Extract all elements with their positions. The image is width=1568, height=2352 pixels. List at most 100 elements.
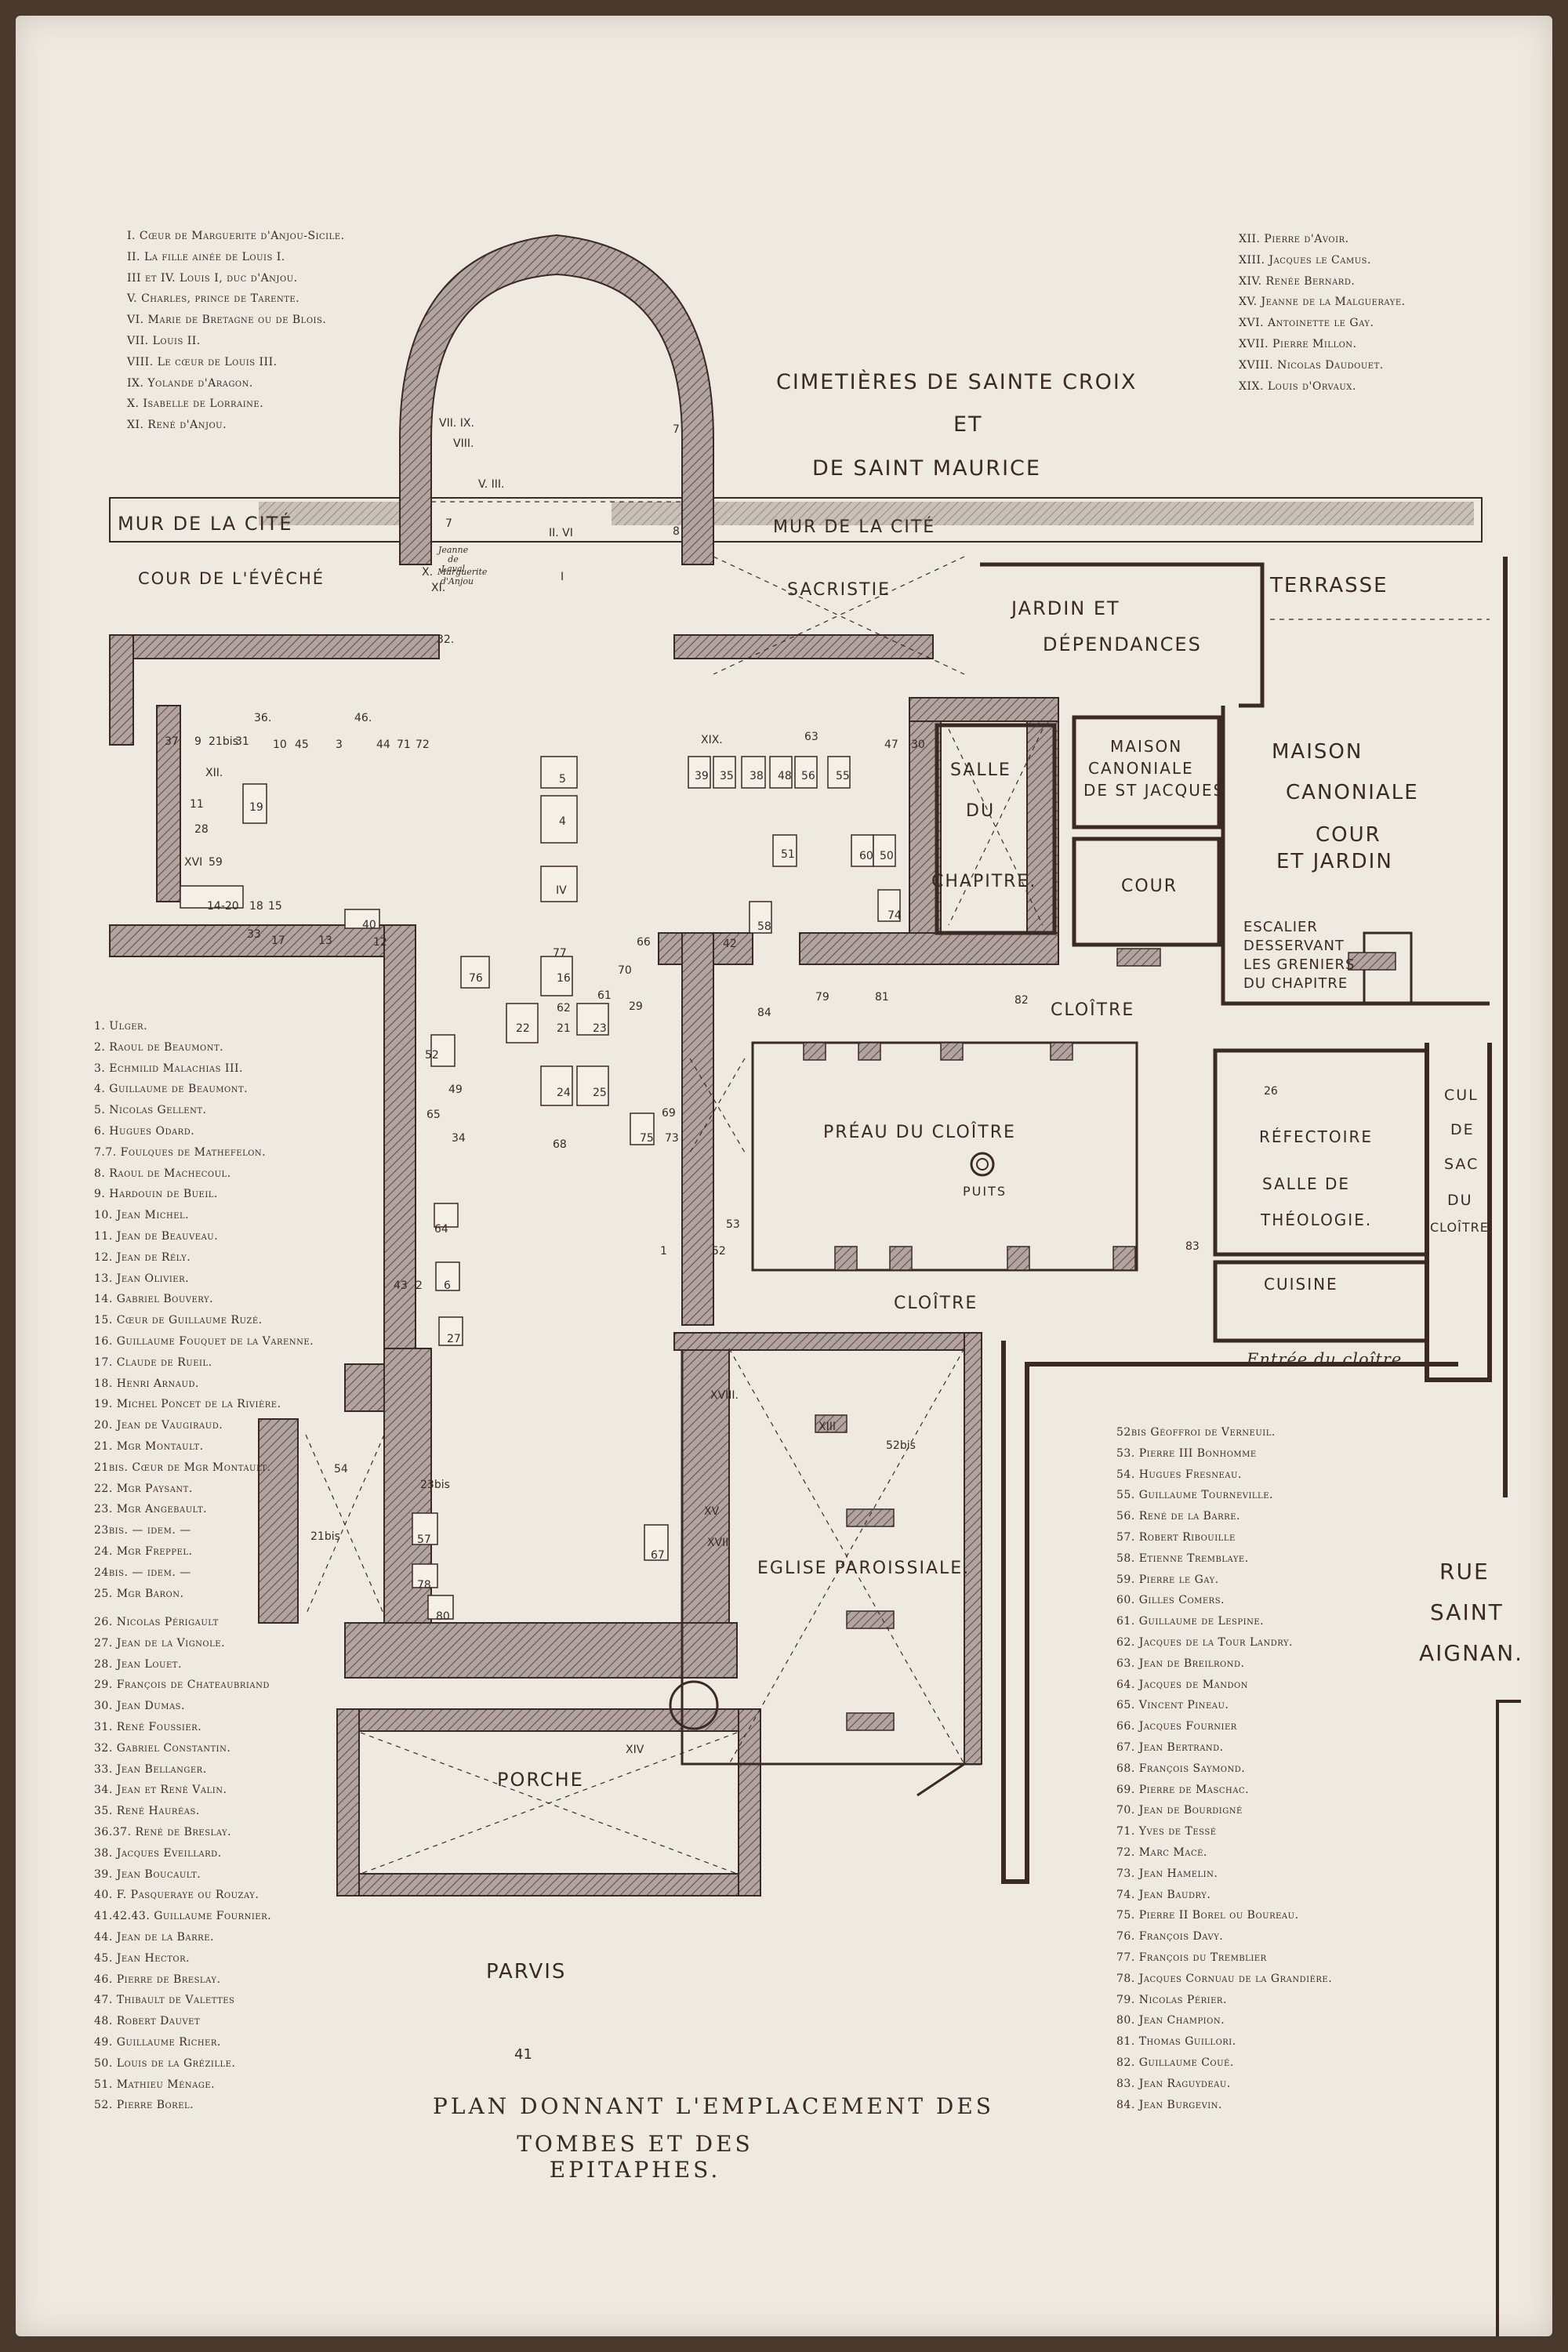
tomb-marker: 13 <box>318 935 332 947</box>
legend-entry: 27. Jean de la Vignole. <box>94 1636 226 1650</box>
salle-chapitre-3: CHAPITRE. <box>931 872 1037 891</box>
legend-entry: VI. Marie de Bretagne ou de Blois. <box>127 314 327 327</box>
tomb-marker: 29 <box>629 1000 643 1013</box>
legend-entry: 57. Robert Ribouille <box>1116 1530 1236 1544</box>
legend-entry: 38. Jacques Eveillard. <box>94 1846 222 1860</box>
tomb-marker: 23bis <box>420 1479 450 1491</box>
tomb-marker: 40 <box>362 919 376 931</box>
legend-entry: 5. Nicolas Gellent. <box>94 1104 207 1117</box>
salle-theologie-1: SALLE DE <box>1262 1174 1351 1193</box>
legend-entry: 26. Nicolas Périgault <box>94 1616 219 1628</box>
cul-de-sac-3: SAC <box>1444 1156 1479 1173</box>
tomb-marker: 52bis <box>886 1439 916 1452</box>
legend-entry: 17. Claude de Rueil. <box>94 1356 212 1369</box>
legend-royal-tombs: I. Cœur de Marguerite d'Anjou-Sicile.II.… <box>127 226 345 436</box>
parvis-label: PARVIS <box>486 1960 567 1984</box>
legend-entry: 4. Guillaume de Beaumont. <box>94 1083 249 1096</box>
tomb-marker: XVIII. <box>710 1389 739 1402</box>
mur-de-la-cite-right: MUR DE LA CITÉ <box>773 517 936 537</box>
tomb-marker: 69 <box>662 1107 676 1120</box>
tomb-marker: 3 <box>336 739 343 751</box>
tomb-marker: 43 <box>394 1279 408 1292</box>
legend-entry: XVII. Pierre Millon. <box>1239 337 1357 350</box>
escalier-1: ESCALIER <box>1243 919 1318 935</box>
tomb-marker: IV <box>556 884 567 897</box>
legend-entry: 22. Mgr Paysant. <box>94 1482 193 1495</box>
cemeteries-label-saint-maurice: DE SAINT MAURICE <box>812 456 1041 481</box>
legend-entry: 32. Gabriel Constantin. <box>94 1741 231 1755</box>
legend-entry: 70. Jean de Bourdigné <box>1116 1804 1243 1817</box>
tomb-marker: 26 <box>1264 1085 1278 1098</box>
legend-entry: XI. René d'Anjou. <box>127 419 227 432</box>
tomb-marker: 37 <box>165 735 179 748</box>
cloister-walls <box>751 1041 1138 1272</box>
tomb-marker: 39 <box>695 770 709 782</box>
tomb-marker: 60 <box>859 850 873 862</box>
tomb-marker: 59 <box>209 856 223 869</box>
maison-st-jacques-1: MAISON <box>1110 737 1183 756</box>
tomb-marker: 75 <box>640 1132 654 1145</box>
legend-entry: XV. Jeanne de la Malgueraye. <box>1239 296 1406 309</box>
legend-entry: 52bis Géoffroi de Verneuil. <box>1116 1426 1276 1439</box>
legend-entry: 2. Raoul de Beaumont. <box>94 1040 224 1054</box>
tomb-marker: 83 <box>1185 1240 1200 1253</box>
legend-entry: 84. Jean Burgevin. <box>1116 2098 1222 2111</box>
tomb-marker: 5 <box>559 773 566 786</box>
legend-entry: III et IV. Louis I, duc d'Anjou. <box>127 271 298 285</box>
legend-entry: 40. F. Pasqueraye ou Rouzay. <box>94 1889 260 1902</box>
legend-entry: 36.37. René de Breslay. <box>94 1825 232 1838</box>
cul-de-sac-4: DU <box>1447 1192 1473 1209</box>
tomb-marker: XVII <box>707 1537 729 1549</box>
legend-entry: 51. Mathieu Ménage. <box>94 2078 216 2091</box>
legend-entry: 69. Pierre de Maschac. <box>1116 1783 1250 1796</box>
tomb-marker: II. VI <box>549 527 573 539</box>
tomb-marker: XIX. <box>701 734 723 746</box>
saint-label: SAINT <box>1430 1599 1504 1625</box>
legend-entry: 77. François du Tremblier <box>1116 1951 1267 1964</box>
legend-entry: 50. Louis de la Grézille. <box>94 2056 236 2070</box>
tomb-marker: 22 <box>516 1022 530 1035</box>
legend-entry: 62. Jacques de la Tour Landry. <box>1116 1635 1294 1649</box>
tomb-marker: 79 <box>815 991 829 1004</box>
tomb-marker: V. III. <box>478 478 505 491</box>
tomb-marker: 10 <box>273 739 287 751</box>
tomb-marker: 70 <box>618 964 632 977</box>
maison-canoniale-1: MAISON <box>1272 740 1363 764</box>
terrasse-label: TERRASSE <box>1270 574 1388 597</box>
rue-wall <box>1001 1341 1458 1884</box>
legend-entry: IX. Yolande d'Aragon. <box>127 376 253 390</box>
tomb-marker: 23 <box>593 1022 607 1035</box>
tomb-marker: 62 <box>557 1002 571 1014</box>
tomb-marker: 24 <box>557 1087 571 1099</box>
legend-entry: 3. Echmilid Malachias III. <box>94 1062 243 1075</box>
tomb-marker: 36. <box>254 712 272 724</box>
cul-de-sac-wall <box>1425 1043 1492 1382</box>
tomb-marker: 32. <box>437 633 455 646</box>
salle-theologie-2: THÉOLOGIE. <box>1261 1210 1373 1229</box>
legend-entry: 75. Pierre II Borel ou Boureau. <box>1116 1909 1299 1922</box>
tomb-marker: 63 <box>804 731 818 743</box>
tomb-marker: 68 <box>553 1138 567 1151</box>
tomb-marker: XV <box>704 1505 720 1518</box>
tomb-marker: 84 <box>757 1007 771 1019</box>
legend-entry: 31. René Foussier. <box>94 1720 202 1733</box>
tomb-marker: 82 <box>1014 994 1029 1007</box>
cemeteries-label-et: ET <box>953 412 983 437</box>
scanned-plan-page: I. Cœur de Marguerite d'Anjou-Sicile.II.… <box>16 16 1552 2336</box>
legend-entry: 15. Cœur de Guillaume Ruzé. <box>94 1314 263 1327</box>
legend-entry: 48. Robert Dauvet <box>94 2015 201 2028</box>
cloitre-bottom-label: CLOÎTRE <box>894 1294 978 1313</box>
tomb-marker: 66 <box>637 936 651 949</box>
tomb-marker: 48 <box>778 770 792 782</box>
tomb-marker: 7 <box>445 517 452 530</box>
legend-entry: 7.7. Foulques de Mathefelon. <box>94 1145 267 1159</box>
tomb-marker: 44 <box>376 739 390 751</box>
legend-entry: 21bis. Cœur de Mgr Montault. <box>94 1461 271 1474</box>
tomb-marker: 54 <box>334 1463 348 1475</box>
legend-entry: 23bis. — idem. — <box>94 1524 191 1537</box>
legend-entry: 74. Jean Baudry. <box>1116 1888 1211 1901</box>
sacristie-label: SACRISTIE <box>787 580 891 600</box>
cathedral-floor-plan <box>109 234 1521 2336</box>
legend-entry: 45. Jean Hector. <box>94 1951 191 1965</box>
jardin-label: JARDIN ET <box>1011 597 1120 619</box>
